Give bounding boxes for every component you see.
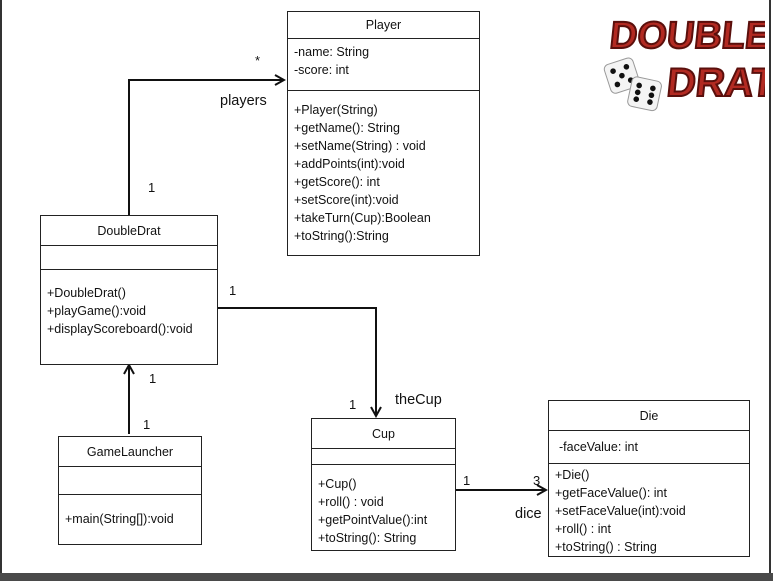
method: +setName(String) : void bbox=[294, 139, 426, 153]
method: +roll() : void bbox=[318, 495, 384, 509]
class-die-attributes: -faceValue: int bbox=[549, 431, 749, 464]
class-player-attributes: -name: String -score: int bbox=[288, 39, 479, 91]
class-cup[interactable]: Cup +Cup() +roll() : void +getPointValue… bbox=[311, 418, 456, 551]
class-player-name: Player bbox=[288, 12, 479, 39]
multiplicity-doubledrat-cup: 1 bbox=[229, 283, 237, 298]
method: +getScore(): int bbox=[294, 175, 380, 189]
association-thecup bbox=[218, 307, 376, 416]
double-drat-logo: DOUBLE DRAT! bbox=[603, 14, 765, 112]
dice-icon bbox=[603, 57, 662, 112]
class-gamelauncher-attributes bbox=[59, 467, 201, 495]
class-gamelauncher-name: GameLauncher bbox=[59, 437, 201, 467]
multiplicity-doubledrat-players: 1 bbox=[148, 180, 156, 195]
multiplicity-cup-dice: 1 bbox=[463, 473, 471, 488]
method: +roll() : int bbox=[555, 522, 611, 536]
class-gamelauncher[interactable]: GameLauncher +main(String[]):void bbox=[58, 436, 202, 545]
method: +toString():String bbox=[294, 229, 389, 243]
multiplicity-player-many: * bbox=[255, 53, 261, 68]
method: +getName(): String bbox=[294, 121, 400, 135]
logo-line1: DOUBLE bbox=[608, 15, 765, 57]
class-die-methods: +Die() +getFaceValue(): int +setFaceValu… bbox=[549, 464, 749, 558]
multiplicity-die: 3 bbox=[533, 473, 541, 488]
method: +addPoints(int):void bbox=[294, 157, 405, 171]
class-cup-attributes bbox=[312, 449, 455, 465]
method: +DoubleDrat() bbox=[47, 286, 126, 300]
method: +getPointValue():int bbox=[318, 513, 428, 527]
multiplicity-doubledrat-launcher: 1 bbox=[149, 371, 157, 386]
method: +getFaceValue(): int bbox=[555, 486, 667, 500]
method: +takeTurn(Cup):Boolean bbox=[294, 211, 431, 225]
method: +main(String[]):void bbox=[65, 512, 174, 526]
role-dice: dice bbox=[515, 506, 542, 522]
attribute: -score: int bbox=[294, 63, 349, 77]
method: +Cup() bbox=[318, 477, 357, 491]
role-thecup: theCup bbox=[395, 392, 442, 408]
role-players: players bbox=[220, 93, 267, 109]
method: +toString() : String bbox=[555, 540, 657, 554]
method: +toString(): String bbox=[318, 531, 417, 545]
class-cup-methods: +Cup() +roll() : void +getPointValue():i… bbox=[312, 465, 455, 549]
method: +setFaceValue(int):void bbox=[555, 504, 686, 518]
association-players bbox=[128, 80, 284, 215]
method: +setScore(int):void bbox=[294, 193, 399, 207]
method: +Die() bbox=[555, 468, 590, 482]
window-bottom-bar bbox=[0, 573, 773, 581]
method: +displayScoreboard():void bbox=[47, 322, 193, 336]
class-cup-name: Cup bbox=[312, 419, 455, 449]
class-doubledrat-name: DoubleDrat bbox=[41, 216, 217, 246]
class-doubledrat[interactable]: DoubleDrat +DoubleDrat() +playGame():voi… bbox=[40, 215, 218, 365]
class-doubledrat-methods: +DoubleDrat() +playGame():void +displayS… bbox=[41, 270, 217, 340]
attribute: -faceValue: int bbox=[559, 440, 638, 454]
logo-line2: DRAT! bbox=[665, 61, 765, 105]
class-player-methods: +Player(String) +getName(): String +setN… bbox=[288, 91, 479, 247]
method: +playGame():void bbox=[47, 304, 146, 318]
class-die[interactable]: Die -faceValue: int +Die() +getFaceValue… bbox=[548, 400, 750, 557]
method: +Player(String) bbox=[294, 103, 378, 117]
attribute: -name: String bbox=[294, 45, 370, 59]
class-player[interactable]: Player -name: String -score: int +Player… bbox=[287, 11, 480, 256]
class-gamelauncher-methods: +main(String[]):void bbox=[59, 495, 201, 530]
class-die-name: Die bbox=[549, 401, 749, 431]
class-doubledrat-attributes bbox=[41, 246, 217, 270]
multiplicity-cup: 1 bbox=[349, 397, 357, 412]
multiplicity-gamelauncher: 1 bbox=[143, 417, 151, 432]
